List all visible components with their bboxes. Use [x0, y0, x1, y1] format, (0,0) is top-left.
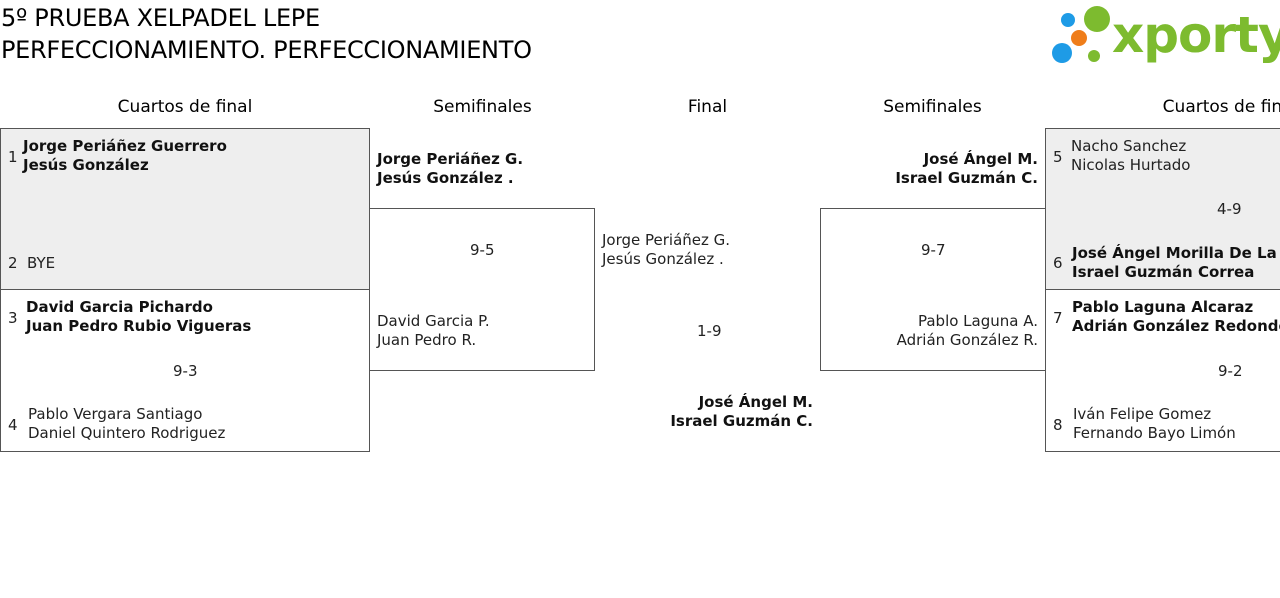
round-header-left-semifinals: Semifinales — [433, 97, 532, 117]
match-score: 9-3 — [173, 362, 198, 380]
seed-number: 1 — [8, 148, 18, 166]
player-name: Jesús González . — [377, 169, 514, 187]
player-name: David Garcia P. — [377, 312, 490, 330]
player-name: Israel Guzmán Correa — [1072, 263, 1255, 281]
logo-dot-blue-large — [1052, 43, 1072, 63]
match-score: 1-9 — [697, 322, 722, 340]
player-name: Pablo Laguna A. — [917, 312, 1038, 330]
round-header-right-semifinals: Semifinales — [883, 97, 982, 117]
match-score: 9-2 — [1218, 362, 1243, 380]
match-left-qf-2: 3 David Garcia Pichardo Juan Pedro Rubio… — [0, 289, 370, 452]
match-score: 4-9 — [1217, 200, 1242, 218]
match-score: 9-5 — [470, 241, 495, 259]
match-left-qf-1: 1 Jorge Periáñez Guerrero Jesús González… — [0, 128, 370, 290]
player-name: Pablo Vergara Santiago — [28, 405, 203, 423]
seed-number: 4 — [8, 416, 18, 434]
right-qf-clip: 5 Nacho Sanchez Nicolas Hurtado 4-9 6 Jo… — [1045, 128, 1280, 453]
xporty-logo: xporty — [1050, 4, 1280, 68]
logo-dot-green — [1084, 6, 1110, 32]
seed-number: 2 — [8, 254, 18, 272]
player-name: Jorge Periáñez G. — [377, 150, 524, 168]
match-right-qf-2: 7 Pablo Laguna Alcaraz Adrián González R… — [1045, 289, 1280, 452]
logo-dot-blue-small — [1061, 13, 1075, 27]
player-name: José Ángel Morilla De La Rosa — [1072, 244, 1280, 262]
player-name: David Garcia Pichardo — [26, 298, 213, 316]
seed-number: 3 — [8, 309, 18, 327]
seed-number: 5 — [1053, 148, 1063, 166]
player-name: Jorge Periáñez G. — [602, 231, 731, 249]
player-name: Pablo Laguna Alcaraz — [1072, 298, 1254, 316]
seed-number: 7 — [1053, 309, 1063, 327]
player-name: Juan Pedro R. — [377, 331, 477, 349]
round-header-left-quarterfinals: Cuartos de final — [117, 97, 253, 117]
player-name: Jorge Periáñez Guerrero — [23, 137, 227, 155]
player-name: Fernando Bayo Limón — [1073, 424, 1236, 442]
round-header-right-quarterfinals: Cuartos de final — [1162, 97, 1280, 117]
player-name: Jesús González — [23, 156, 149, 174]
player-name: Jesús González . — [602, 250, 724, 268]
match-right-qf-1: 5 Nacho Sanchez Nicolas Hurtado 4-9 6 Jo… — [1045, 128, 1280, 290]
logo-wordmark: xporty — [1112, 6, 1280, 64]
player-name: Nicolas Hurtado — [1071, 156, 1191, 174]
match-left-sf: 9-5 David Garcia P. Juan Pedro R. — [369, 208, 595, 371]
match-right-sf: 9-7 Pablo Laguna A. Adrián González R. — [820, 208, 1046, 371]
player-name: Nacho Sanchez — [1071, 137, 1187, 155]
seed-number: 8 — [1053, 416, 1063, 434]
round-header-right-quarterfinals-clip: Cuartos de final — [1045, 97, 1280, 117]
tournament-title: 5º PRUEBA XELPADEL LEPE — [1, 4, 320, 32]
seed-number: 6 — [1053, 254, 1063, 272]
match-score: 9-7 — [921, 241, 946, 259]
logo-dot-orange — [1071, 30, 1087, 46]
player-name: Iván Felipe Gomez — [1073, 405, 1212, 423]
player-name: Daniel Quintero Rodriguez — [28, 424, 226, 442]
player-name: José Ángel M. — [698, 393, 813, 411]
player-name: Israel Guzmán C. — [895, 169, 1038, 187]
round-header-final: Final — [687, 97, 728, 117]
player-name: Adrián González Redondo — [1072, 317, 1280, 335]
logo-dot-green-small — [1088, 50, 1100, 62]
player-name: Juan Pedro Rubio Vigueras — [26, 317, 252, 335]
player-name: Adrián González R. — [896, 331, 1038, 349]
player-name: José Ángel M. — [923, 150, 1038, 168]
player-name: Israel Guzmán C. — [670, 412, 813, 430]
player-name-bye: BYE — [27, 254, 56, 272]
tournament-category: PERFECCIONAMIENTO. PERFECCIONAMIENTO — [1, 36, 532, 64]
